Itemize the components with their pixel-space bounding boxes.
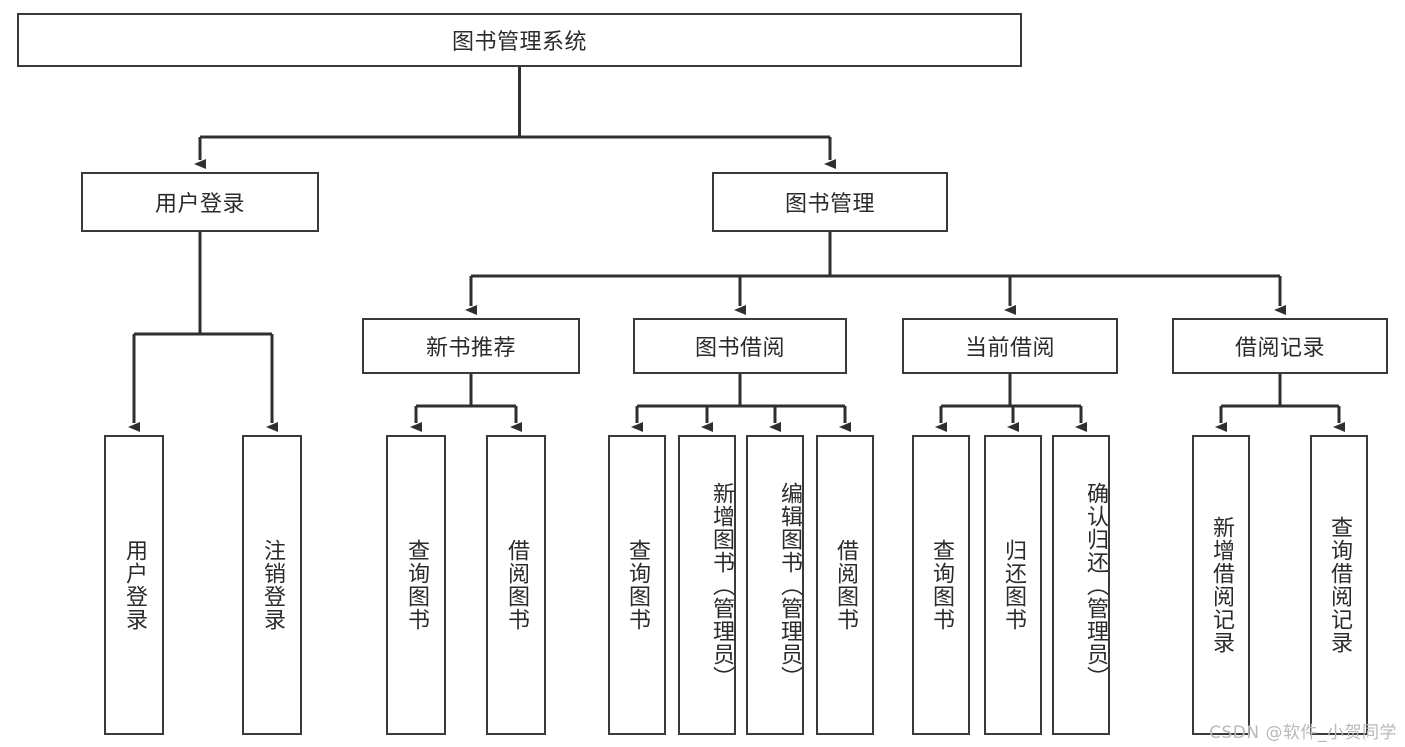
node-leaf-leaf-add-book[interactable]: 新增图书（管理员）: [678, 435, 736, 735]
node-root-root[interactable]: 图书管理系统: [17, 13, 1022, 67]
node-leaf-leaf-query-book-3[interactable]: 查询图书: [912, 435, 970, 735]
node-leaf-leaf-query-book-1[interactable]: 查询图书: [386, 435, 446, 735]
node-label: 借阅图书: [832, 539, 858, 631]
node-leaf-leaf-borrow-book-1[interactable]: 借阅图书: [486, 435, 546, 735]
node-label: 图书管理: [784, 192, 875, 217]
node-label: 借阅图书: [503, 539, 529, 631]
node-label: 注销登录: [259, 539, 285, 631]
node-label: 确认归还（管理员）: [1083, 481, 1108, 689]
node-label: 借阅记录: [1234, 336, 1325, 361]
node-leaf-leaf-borrow-book-2[interactable]: 借阅图书: [816, 435, 874, 735]
node-label: 当前借阅: [964, 336, 1055, 361]
node-level2-book-manage[interactable]: 图书管理: [712, 172, 948, 232]
node-level3-borrow-record[interactable]: 借阅记录: [1172, 318, 1388, 374]
node-label: 编辑图书（管理员）: [777, 481, 802, 689]
node-level3-book-borrow[interactable]: 图书借阅: [633, 318, 847, 374]
node-level3-new-book-recommend[interactable]: 新书推荐: [362, 318, 580, 374]
node-label: 归还图书: [1000, 539, 1026, 631]
node-leaf-leaf-add-record[interactable]: 新增借阅记录: [1192, 435, 1250, 735]
node-leaf-leaf-logout[interactable]: 注销登录: [242, 435, 302, 735]
node-leaf-leaf-user-login[interactable]: 用户登录: [104, 435, 164, 735]
node-leaf-leaf-return-book[interactable]: 归还图书: [984, 435, 1042, 735]
node-leaf-leaf-edit-book[interactable]: 编辑图书（管理员）: [746, 435, 804, 735]
node-label: 查询借阅记录: [1326, 516, 1352, 654]
node-label: 查询图书: [403, 539, 429, 631]
watermark-label: CSDN @软件_小贺同学: [1209, 723, 1397, 743]
node-level3-current-borrow[interactable]: 当前借阅: [902, 318, 1118, 374]
node-label: 查询图书: [624, 539, 650, 631]
node-label: 图书借阅: [694, 336, 785, 361]
node-leaf-leaf-query-book-2[interactable]: 查询图书: [608, 435, 666, 735]
node-label: 用户登录: [154, 192, 245, 217]
node-label: 新增图书（管理员）: [709, 481, 734, 689]
node-leaf-leaf-query-record[interactable]: 查询借阅记录: [1310, 435, 1368, 735]
node-label: 新书推荐: [425, 336, 516, 361]
node-label: 新增借阅记录: [1208, 516, 1234, 654]
node-label: 用户登录: [121, 539, 147, 631]
node-label: 图书管理系统: [451, 30, 587, 55]
node-leaf-leaf-confirm-return[interactable]: 确认归还（管理员）: [1052, 435, 1110, 735]
node-level2-user-login[interactable]: 用户登录: [81, 172, 319, 232]
node-label: 查询图书: [928, 539, 954, 631]
